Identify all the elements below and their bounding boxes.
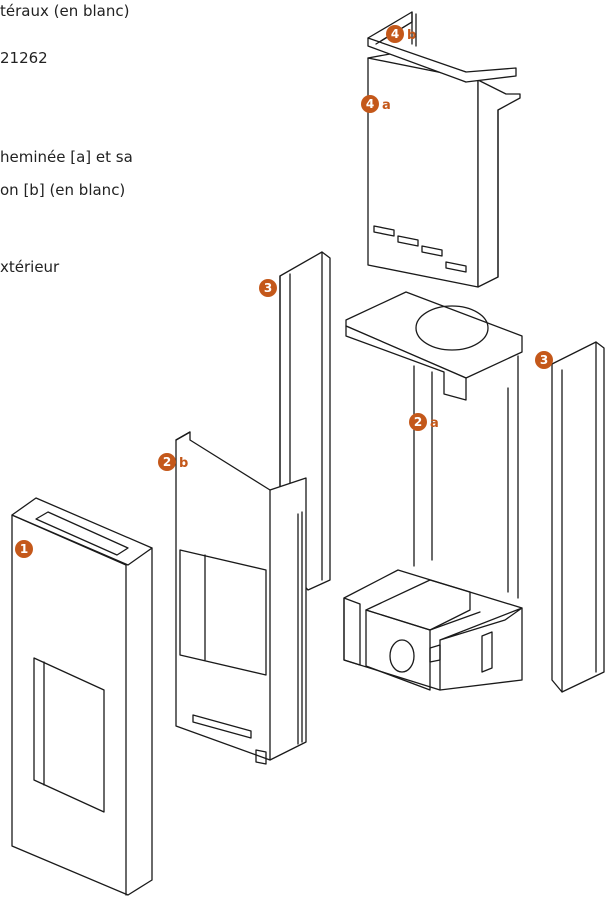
callout-badge: [259, 279, 277, 297]
callout-badge: [386, 25, 404, 43]
svg-text:1: 1: [20, 542, 28, 556]
svg-text:4: 4: [366, 97, 374, 111]
part-2a-stove-body: [343, 291, 523, 691]
flue-opening: [415, 305, 489, 351]
part-4a-chimney-cover: [367, 53, 521, 288]
base-round-port: [389, 639, 415, 673]
caption-exterior: xtérieur: [0, 258, 60, 276]
callout-4a: 4 a: [361, 95, 391, 113]
svg-text:3: 3: [264, 281, 272, 295]
callout-badge: [361, 95, 379, 113]
callout-2a: 2 a: [409, 413, 439, 431]
callout-4b: 4 b: [386, 25, 416, 43]
vent-slots: [373, 225, 467, 273]
callout-badge: [15, 540, 33, 558]
part-1-frame-panel: [11, 497, 153, 896]
front-panel-control-slot: [192, 714, 267, 765]
callout-3-left: 3: [259, 279, 277, 297]
svg-text:b: b: [179, 456, 188, 471]
part-2b-front-panel: [175, 431, 307, 765]
caption-side-panels: téraux (en blanc): [0, 2, 130, 20]
callout-badge: [158, 453, 176, 471]
svg-text:4: 4: [391, 27, 399, 41]
callout-1: 1: [15, 540, 33, 558]
svg-text:3: 3: [540, 353, 548, 367]
caption-part-number: 21262: [0, 49, 48, 67]
svg-text:2: 2: [163, 455, 171, 469]
svg-text:b: b: [407, 28, 416, 43]
caption-chimney: heminée [a] et sa: [0, 148, 133, 166]
callout-badge: [535, 351, 553, 369]
svg-text:2: 2: [414, 415, 422, 429]
callout-badge: [409, 413, 427, 431]
frame-panel-window: [33, 657, 105, 813]
caption-hood: on [b] (en blanc): [0, 181, 126, 199]
front-panel-window: [179, 549, 267, 676]
svg-text:a: a: [430, 416, 439, 431]
part-3-right-rail: [551, 341, 605, 693]
svg-text:a: a: [382, 98, 391, 113]
callout-2b: 2 b: [158, 453, 188, 471]
callout-3-right: 3: [535, 351, 553, 369]
